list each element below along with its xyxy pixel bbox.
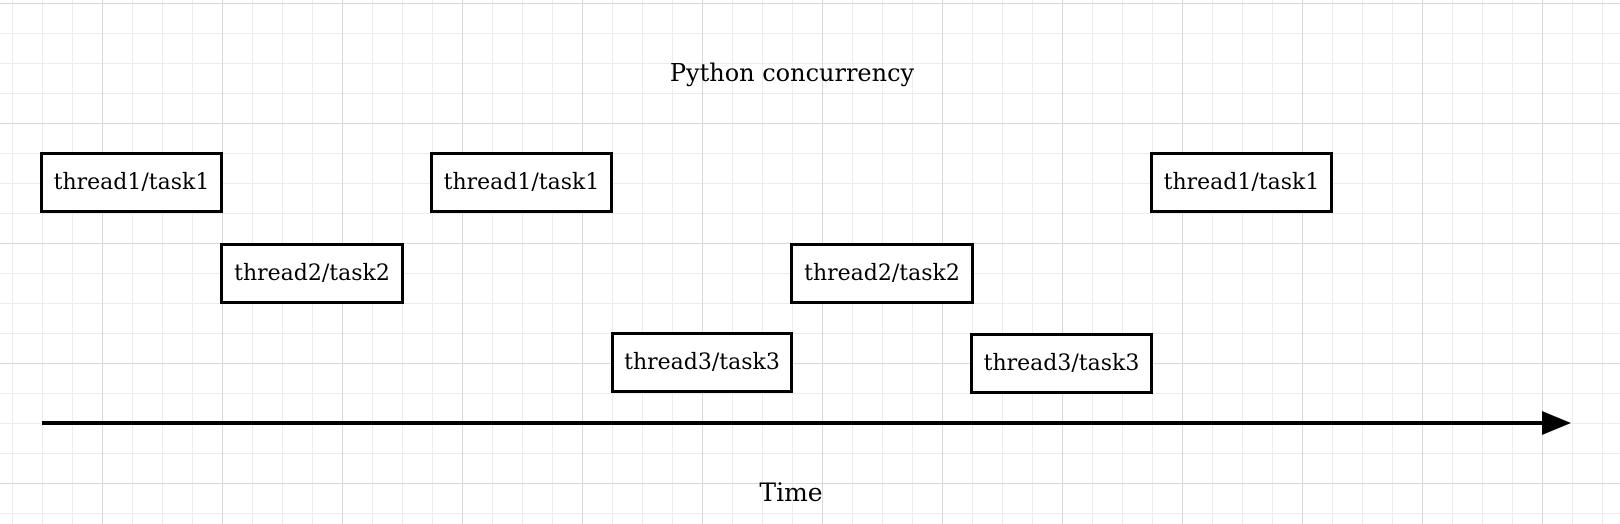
task-box-thread3[interactable]: thread3/task3 bbox=[970, 333, 1153, 394]
task-box-label: thread3/task3 bbox=[983, 351, 1140, 376]
task-box-label: thread2/task2 bbox=[234, 261, 390, 286]
task-box-label: thread1/task1 bbox=[1163, 170, 1320, 195]
time-axis-arrowhead-icon[interactable] bbox=[1542, 411, 1571, 435]
task-box-label: thread1/task1 bbox=[443, 170, 600, 195]
task-box-label: thread2/task2 bbox=[804, 261, 960, 286]
task-box-thread2[interactable]: thread2/task2 bbox=[790, 243, 974, 304]
time-axis-label[interactable]: Time bbox=[759, 478, 823, 507]
task-box-thread2[interactable]: thread2/task2 bbox=[220, 243, 404, 304]
task-box-thread3[interactable]: thread3/task3 bbox=[611, 332, 793, 393]
task-box-thread1[interactable]: thread1/task1 bbox=[1150, 152, 1333, 213]
task-box-thread1[interactable]: thread1/task1 bbox=[430, 152, 613, 213]
task-box-label: thread3/task3 bbox=[624, 350, 780, 375]
task-box-thread1[interactable]: thread1/task1 bbox=[40, 152, 223, 213]
diagram-title[interactable]: Python concurrency bbox=[669, 59, 915, 87]
task-box-label: thread1/task1 bbox=[53, 170, 210, 195]
